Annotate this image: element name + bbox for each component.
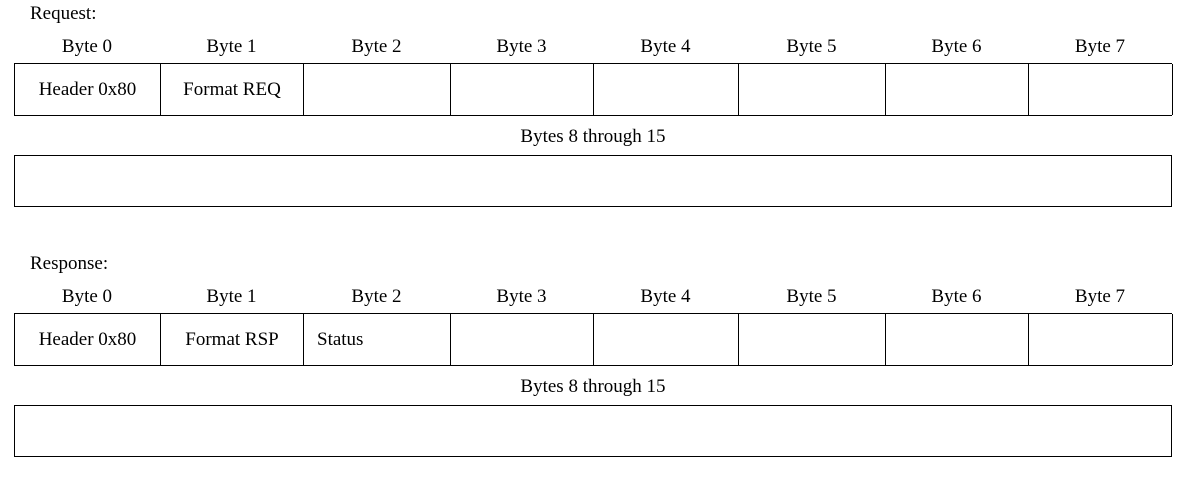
response-byte-cell-6 [886,314,1029,365]
response-byte-cell-0: Header 0x80 [15,314,161,365]
request-byte-label-6: Byte 6 [931,36,982,57]
request-section-title: Request: [30,3,97,24]
response-tail-box [14,405,1172,457]
response-byte-cell-1: Format RSP [161,314,304,365]
request-tail-box [14,155,1172,207]
response-byte-label-row: Byte 0 Byte 1 Byte 2 Byte 3 Byte 4 Byte … [14,283,1172,311]
response-section-title: Response: [30,253,109,274]
request-byte-label-0: Byte 0 [61,36,113,57]
request-byte-label-1: Byte 1 [206,36,257,57]
response-byte-row: Header 0x80 Format RSP Status [14,313,1173,366]
response-byte-label-1: Byte 1 [206,286,257,307]
request-byte-label-3: Byte 3 [496,36,547,57]
response-byte-cell-3 [451,314,594,365]
request-byte-cell-6 [886,64,1029,115]
request-byte-cell-3 [451,64,594,115]
request-byte-label-5: Byte 5 [786,36,837,57]
request-byte-cell-4 [594,64,739,115]
response-byte-label-5: Byte 5 [786,286,837,307]
response-byte-cell-4 [594,314,739,365]
response-byte-label-6: Byte 6 [931,286,982,307]
request-byte-cell-2 [304,64,451,115]
request-byte-cell-5 [739,64,886,115]
request-byte-label-row: Byte 0 Byte 1 Byte 2 Byte 3 Byte 4 Byte … [14,33,1172,61]
request-byte-cell-0: Header 0x80 [15,64,161,115]
response-byte-label-7: Byte 7 [1074,286,1126,307]
response-byte-label-0: Byte 0 [61,286,113,307]
request-tail-caption: Bytes 8 through 15 [520,126,666,147]
response-byte-label-3: Byte 3 [496,286,547,307]
response-tail-caption: Bytes 8 through 15 [520,376,666,397]
response-byte-cell-2: Status [304,314,451,365]
response-byte-label-2: Byte 2 [351,286,402,307]
response-byte-cell-7 [1029,314,1173,365]
request-byte-cell-1: Format REQ [161,64,304,115]
request-byte-row: Header 0x80 Format REQ [14,63,1173,116]
response-byte-label-4: Byte 4 [640,286,691,307]
request-byte-cell-7 [1029,64,1173,115]
response-byte-cell-5 [739,314,886,365]
request-byte-label-4: Byte 4 [640,36,691,57]
request-byte-label-7: Byte 7 [1074,36,1126,57]
request-byte-label-2: Byte 2 [351,36,402,57]
